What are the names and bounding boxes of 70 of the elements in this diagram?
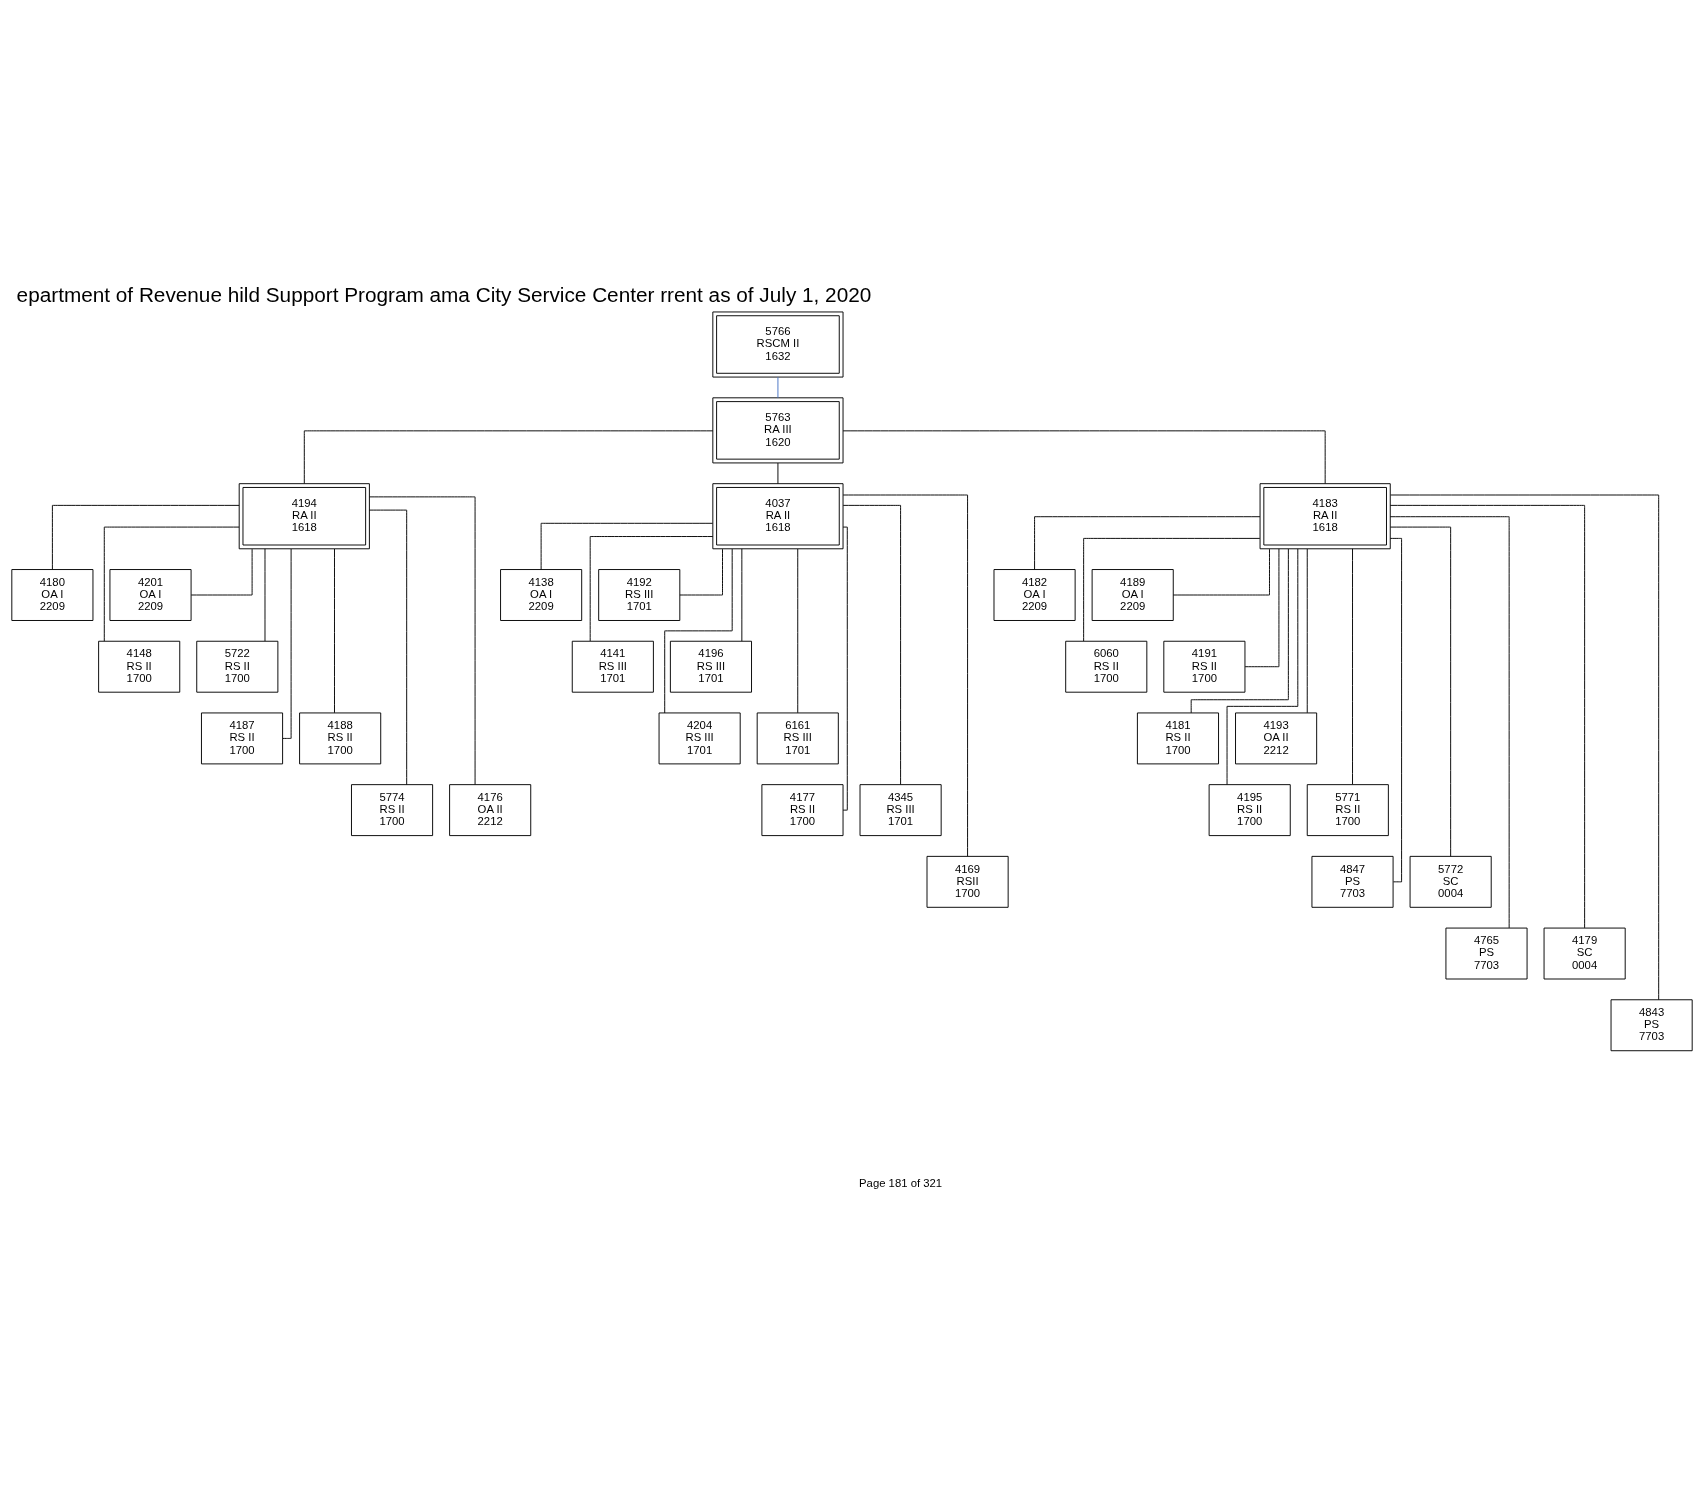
connector [842, 494, 969, 857]
connector [334, 548, 335, 714]
node-box: 4141 RS III 1701 [571, 640, 654, 693]
node-box: 4195 RS II 1700 [1208, 784, 1291, 837]
node-box: 4192 RS III 1701 [598, 569, 681, 621]
diagram-title: epartment of Revenue hild Support Program ama City Service Center rrent as of July 1, 2020 [16, 283, 872, 307]
node-box: 4176 OA II 2212 [449, 784, 532, 837]
connector [1244, 548, 1280, 668]
node-box: 4345 RS III 1701 [859, 784, 942, 837]
connector [797, 548, 799, 714]
node-box: 4177 RS II 1700 [761, 784, 844, 837]
node-box: 4196 RS III 1701 [669, 640, 752, 693]
connector [1352, 548, 1353, 785]
connector [368, 509, 408, 785]
node-box: 4193 OA II 2212 [1235, 712, 1318, 765]
connector [777, 376, 779, 399]
connector [1083, 537, 1261, 642]
node-box: 4187 RS II 1700 [201, 712, 284, 765]
connector [540, 522, 714, 570]
node-box: 4191 RS II 1700 [1163, 640, 1246, 693]
node-box: 5766 RSCM II 1632 [712, 311, 844, 378]
connector [103, 526, 240, 642]
node-box: 4037 RA II 1618 [712, 483, 844, 550]
connector [190, 548, 253, 596]
node-box: 4169 RSII 1700 [926, 855, 1009, 908]
connector [664, 548, 733, 714]
node-box: 4182 OA I 2209 [993, 569, 1076, 621]
node-box: 4189 OA I 2209 [1091, 569, 1174, 621]
node-box: 5722 RS II 1700 [196, 640, 279, 693]
node-box: 5774 RS II 1700 [351, 784, 434, 837]
connector [842, 504, 902, 785]
connector [1389, 537, 1403, 883]
connector [1389, 504, 1586, 929]
node-box: 4180 OA I 2209 [11, 569, 94, 621]
node-box: 4204 RS III 1701 [658, 712, 741, 765]
connector [369, 496, 476, 785]
connector [1226, 548, 1299, 785]
node-box: 4181 RS II 1700 [1136, 712, 1219, 765]
node-box: 6161 RS III 1701 [756, 712, 839, 765]
connector [264, 548, 266, 642]
node-box: 4148 RS II 1700 [98, 640, 181, 693]
node-box: 4188 RS II 1700 [299, 712, 382, 765]
node-box: 4843 PS 7703 [1610, 999, 1693, 1052]
node-box: 5763 RA III 1620 [712, 397, 844, 464]
node-box: 5772 SC 0004 [1409, 855, 1492, 908]
node-box: 6060 RS II 1700 [1065, 640, 1148, 693]
connector [679, 548, 723, 596]
node-box: 4138 OA I 2209 [500, 569, 583, 621]
connector [741, 548, 743, 642]
connector [1190, 548, 1289, 714]
connector [303, 430, 714, 484]
node-box: 5771 RS II 1700 [1306, 784, 1389, 837]
connector [777, 462, 779, 485]
connector [1389, 516, 1510, 929]
label: Page 181 of 321 [859, 1176, 943, 1189]
node-box: 4765 PS 7703 [1445, 927, 1528, 980]
connector [589, 536, 714, 642]
connector [1390, 494, 1660, 1001]
connector [1172, 548, 1270, 596]
node-box: 4847 PS 7703 [1311, 855, 1394, 908]
connector [282, 548, 292, 739]
connector [1306, 548, 1308, 714]
connector [842, 430, 1326, 484]
connector [1034, 516, 1261, 570]
connector [1390, 526, 1452, 857]
node-box: 4179 SC 0004 [1543, 927, 1626, 980]
connector [842, 526, 848, 811]
connector [51, 504, 240, 570]
node-box: 4183 RA II 1618 [1259, 483, 1391, 550]
node-box: 4201 OA I 2209 [109, 569, 192, 621]
